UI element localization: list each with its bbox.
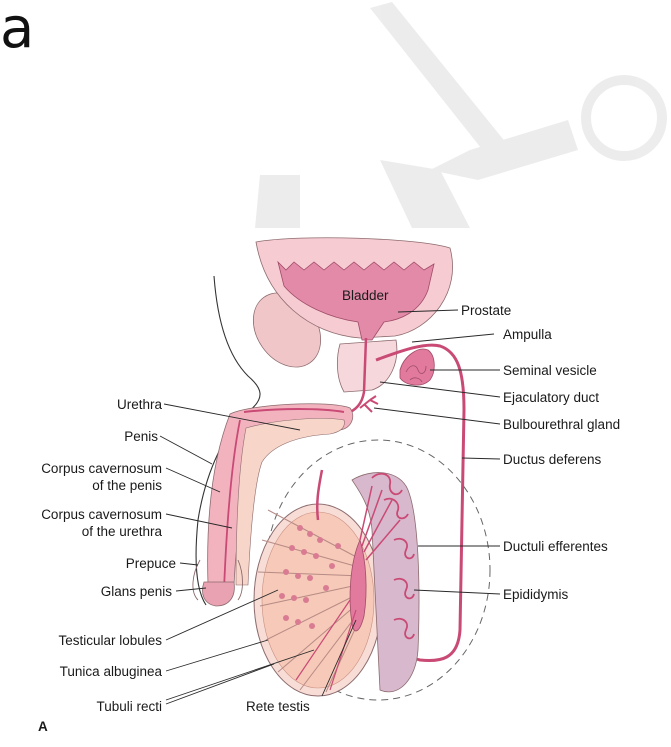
label-prepuce: Prepuce [126, 556, 176, 571]
watermark-logo [255, 2, 662, 228]
label-seminal-vesicle: Seminal vesicle [503, 363, 597, 378]
glans-penis [203, 582, 235, 606]
label-ductuli-efferentes: Ductuli efferentes [503, 539, 608, 554]
label-bladder: Bladder [342, 288, 389, 303]
label-bulbourethral-gland: Bulbourethral gland [503, 417, 620, 432]
label-epididymis: Epididymis [503, 587, 569, 602]
label-penis: Penis [124, 429, 158, 444]
panel-letter: A [38, 719, 48, 734]
label-corpus-cavernosum-penis-line1: Corpus cavernosum [41, 461, 162, 476]
label-urethra: Urethra [117, 397, 163, 412]
label-corpus-cavernosum-penis-line2: of the penis [92, 478, 162, 493]
label-ductus-deferens: Ductus deferens [503, 452, 602, 467]
seminal-vesicle [400, 349, 434, 385]
label-ejaculatory-duct: Ejaculatory duct [503, 390, 599, 405]
label-tunica-albuginea: Tunica albuginea [60, 664, 163, 679]
label-rete-testis: Rete testis [246, 699, 310, 714]
label-corpus-cavernosum-urethra-line1: Corpus cavernosum [41, 507, 162, 522]
label-testicular-lobules: Testicular lobules [58, 633, 162, 648]
label-ampulla: Ampulla [503, 327, 552, 342]
label-glans-penis: Glans penis [101, 584, 173, 599]
label-tubuli-recti: Tubuli recti [96, 699, 162, 714]
label-corpus-cavernosum-urethra-line2: of the urethra [82, 524, 163, 539]
prostate [337, 340, 397, 392]
label-prostate: Prostate [461, 303, 511, 318]
